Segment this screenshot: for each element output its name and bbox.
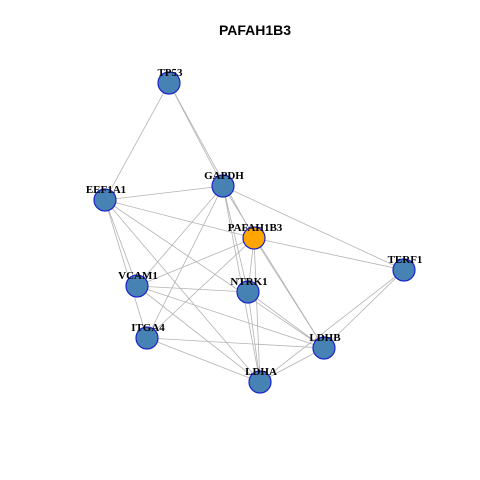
node-ntrk1 [236, 280, 260, 304]
edge-pafah1b3-ldhb [253, 237, 325, 349]
node-label-vcam1: VCAM1 [118, 270, 158, 282]
node-terf1 [392, 258, 416, 282]
edge-itga4-ldha [146, 337, 261, 383]
node-tp53 [157, 71, 181, 95]
edge-eef1a1-itga4 [104, 199, 148, 339]
edge-ldhb-ldha [259, 347, 325, 383]
edge-vcam1-ldha [136, 285, 261, 383]
node-pafah1b3 [242, 226, 266, 250]
edge-pafah1b3-itga4 [146, 237, 255, 339]
edge-pafah1b3-ldha [253, 237, 261, 383]
node-label-gapdh: GAPDH [204, 170, 244, 182]
edge-gapdh-vcam1 [136, 185, 224, 287]
node-ldhb [312, 336, 336, 360]
node-label-ldhb: LDHB [309, 332, 341, 344]
node-label-terf1: TERF1 [388, 254, 423, 266]
edge-pafah1b3-vcam1 [136, 237, 255, 287]
edge-tp53-pafah1b3 [168, 82, 255, 239]
edge-gapdh-itga4 [146, 185, 224, 339]
edge-tp53-eef1a1 [104, 82, 170, 201]
edge-eef1a1-pafah1b3 [104, 199, 255, 239]
edge-eef1a1-vcam1 [104, 199, 138, 287]
node-label-ldha: LDHA [245, 366, 277, 378]
node-eef1a1 [93, 188, 117, 212]
edge-pafah1b3-terf1 [253, 237, 405, 271]
edge-vcam1-ldhb [136, 285, 325, 349]
node-label-pafah1b3: PAFAH1B3 [228, 222, 283, 234]
edge-terf1-ldhb [323, 269, 405, 349]
node-itga4 [135, 326, 159, 350]
edge-vcam1-ntrk1 [136, 285, 249, 293]
edge-ntrk1-ldhb [247, 291, 325, 349]
edge-eef1a1-gapdh [104, 185, 224, 201]
edge-terf1-ldha [259, 269, 405, 383]
node-ldha [248, 370, 272, 394]
node-label-eef1a1: EEF1A1 [86, 184, 126, 196]
node-label-tp53: TP53 [157, 67, 183, 79]
node-label-itga4: ITGA4 [131, 322, 165, 334]
edge-ntrk1-ldha [247, 291, 261, 383]
nodes-layer [93, 71, 416, 394]
edge-eef1a1-ldhb [104, 199, 325, 349]
edge-gapdh-ntrk1 [222, 185, 249, 293]
edge-gapdh-terf1 [222, 185, 405, 271]
node-label-ntrk1: NTRK1 [230, 276, 267, 288]
edge-itga4-ldhb [146, 337, 325, 349]
edge-eef1a1-ldha [104, 199, 261, 383]
node-vcam1 [125, 274, 149, 298]
node-gapdh [211, 174, 235, 198]
graph-title: PAFAH1B3 [219, 22, 291, 38]
